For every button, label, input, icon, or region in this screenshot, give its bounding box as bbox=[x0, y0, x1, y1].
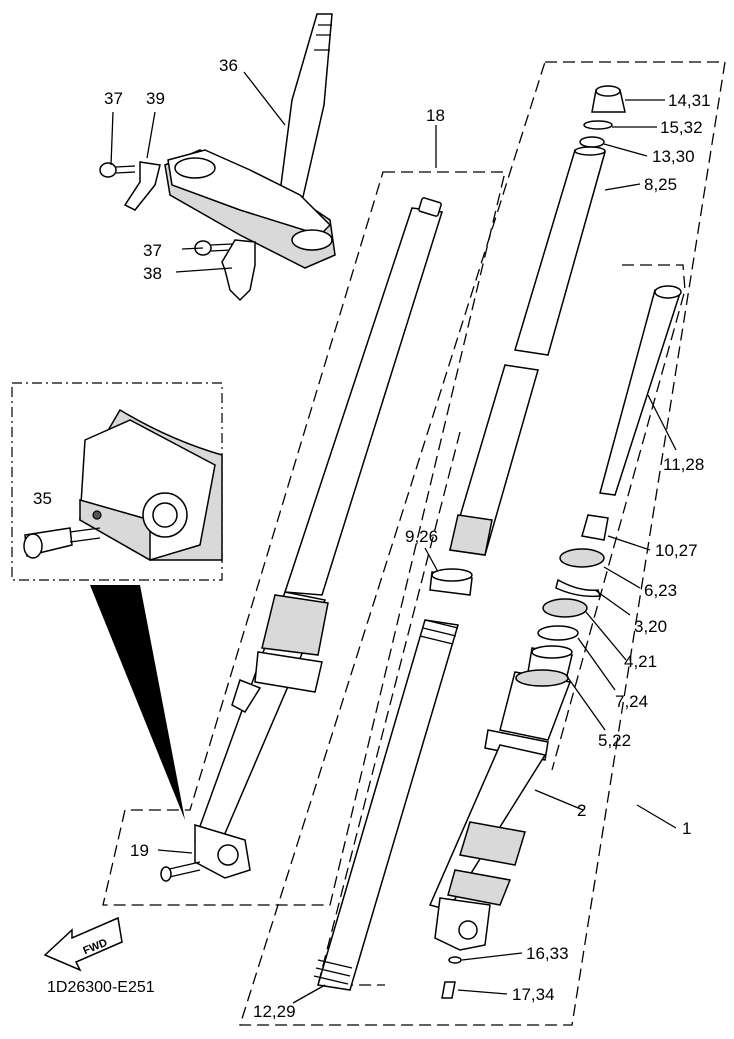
callout-38: 38 bbox=[143, 264, 162, 283]
callout-17-34: 17,34 bbox=[512, 985, 555, 1004]
callout-3-20: 3,20 bbox=[634, 617, 667, 636]
callout-18: 18 bbox=[426, 106, 445, 125]
group-outline-18 bbox=[102, 171, 506, 906]
callout-6-23: 6,23 bbox=[644, 581, 677, 600]
callout-39: 39 bbox=[146, 89, 165, 108]
group-outline-12 bbox=[317, 431, 461, 986]
right-fork-assembly bbox=[428, 85, 682, 999]
callout-1: 1 bbox=[682, 819, 691, 838]
left-fork-assembly bbox=[160, 197, 443, 882]
callout-36: 36 bbox=[219, 56, 238, 75]
callout-14-31: 14,31 bbox=[668, 91, 711, 110]
callout-12-29: 12,29 bbox=[253, 1002, 296, 1021]
callout-11-28: 11,28 bbox=[663, 455, 704, 474]
callout-7-24: 7,24 bbox=[615, 692, 648, 711]
callout-9-26: 9,26 bbox=[405, 527, 438, 546]
callout-37-lower: 37 bbox=[143, 241, 162, 260]
leader-lines bbox=[110, 71, 677, 1004]
callout-13-30: 13,30 bbox=[652, 147, 695, 166]
fork-spring bbox=[313, 619, 459, 991]
group-outline-11 bbox=[551, 264, 686, 771]
fwd-arrow-icon: FWD bbox=[43, 916, 123, 972]
callout-2: 2 bbox=[577, 801, 586, 820]
group-outline-1 bbox=[239, 61, 726, 1026]
callout-5-22: 5,22 bbox=[598, 731, 631, 750]
callout-35: 35 bbox=[33, 489, 52, 508]
drawing-code: 1D26300-E251 bbox=[47, 979, 155, 996]
callout-37-upper: 37 bbox=[104, 89, 123, 108]
callout-16-33: 16,33 bbox=[526, 944, 569, 963]
inset-pointer bbox=[90, 585, 185, 820]
callout-10-27: 10,27 bbox=[655, 541, 698, 560]
callout-19: 19 bbox=[130, 841, 149, 860]
upper-bracket-assembly bbox=[99, 13, 336, 302]
callout-8-25: 8,25 bbox=[644, 175, 677, 194]
callout-labels: 36 37 39 37 38 18 35 19 12,29 9,26 14,31… bbox=[33, 56, 711, 1021]
callout-4-21: 4,21 bbox=[624, 652, 657, 671]
inset-detail bbox=[23, 408, 223, 562]
callout-15-32: 15,32 bbox=[660, 118, 703, 137]
